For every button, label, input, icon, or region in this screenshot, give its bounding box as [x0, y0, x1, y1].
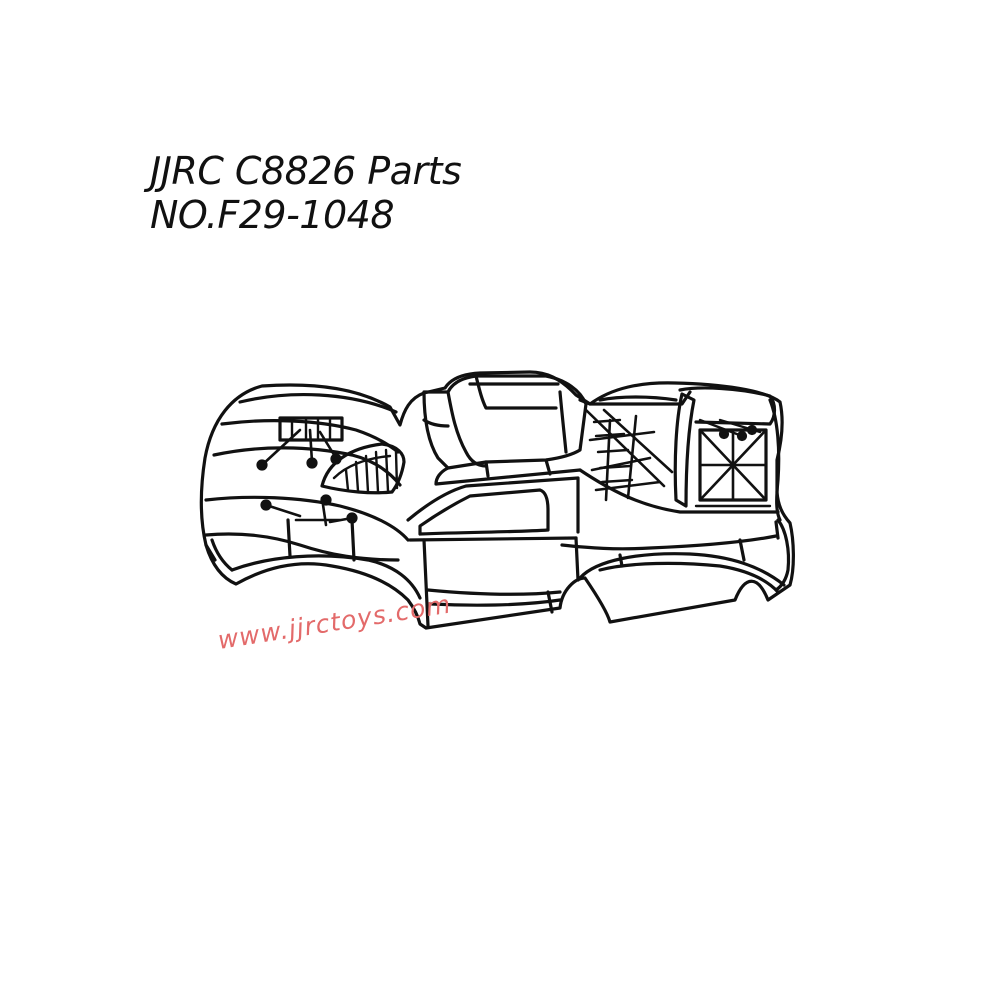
rear-cage-posts [673, 392, 696, 508]
body-clip-dot-1 [256, 459, 268, 471]
body-clip-dot-3 [330, 453, 342, 465]
rear-fender-line [578, 552, 786, 587]
door-top-line [408, 536, 578, 542]
body-clip-dot-4 [260, 499, 272, 511]
cage-top-rail [578, 390, 692, 406]
cage-front-slats [592, 418, 634, 484]
tailgate [768, 398, 782, 522]
body-post-top-detail [290, 416, 332, 442]
hood-line-lower [204, 495, 410, 542]
door-front-line [422, 538, 430, 628]
rear-lower-panel [618, 520, 780, 568]
side-panel-rear-line [560, 534, 778, 582]
body-clip-dot-6 [346, 512, 358, 524]
body-clip-dot-2 [306, 457, 318, 469]
cage-x-bracing-front [584, 408, 674, 502]
rear-cage-cross [698, 428, 768, 502]
hood-ridge [238, 392, 398, 414]
roof-side-seam [422, 418, 450, 428]
rear-clip-dot-2 [736, 430, 748, 442]
roof-front-pillar [446, 390, 488, 468]
front-fender-line [230, 554, 422, 600]
body-clip-dot-5 [320, 494, 332, 506]
side-window-frame [406, 476, 580, 534]
hood-vent-outline [320, 442, 406, 495]
hood-vent-slats [344, 448, 399, 494]
side-window [418, 488, 550, 536]
rear-bumper [774, 518, 791, 592]
roof-top-edge [468, 374, 560, 410]
rocker-panel [430, 590, 562, 614]
body-clip-lower [264, 496, 354, 527]
rear-cage-top [678, 386, 777, 426]
rear-clip-dot-3 [746, 424, 758, 436]
hood-line-upper [212, 446, 402, 487]
body-clip-upper [260, 428, 338, 467]
front-grille-edge [204, 538, 234, 572]
front-lower-line [286, 518, 356, 562]
product-title: JJRC C8826 Parts [150, 149, 462, 193]
door-bottom-line [426, 588, 562, 596]
rear-clip-dot-1 [718, 428, 730, 440]
hood-vent-rim [332, 454, 392, 480]
part-number: NO.F29-1048 [150, 193, 395, 237]
cab-roof [422, 374, 588, 470]
roof-rear-pillar [558, 390, 568, 454]
roof-lower-edge [434, 458, 582, 486]
rear-fender-inner [598, 561, 780, 594]
cage-bed-floor [578, 468, 780, 514]
